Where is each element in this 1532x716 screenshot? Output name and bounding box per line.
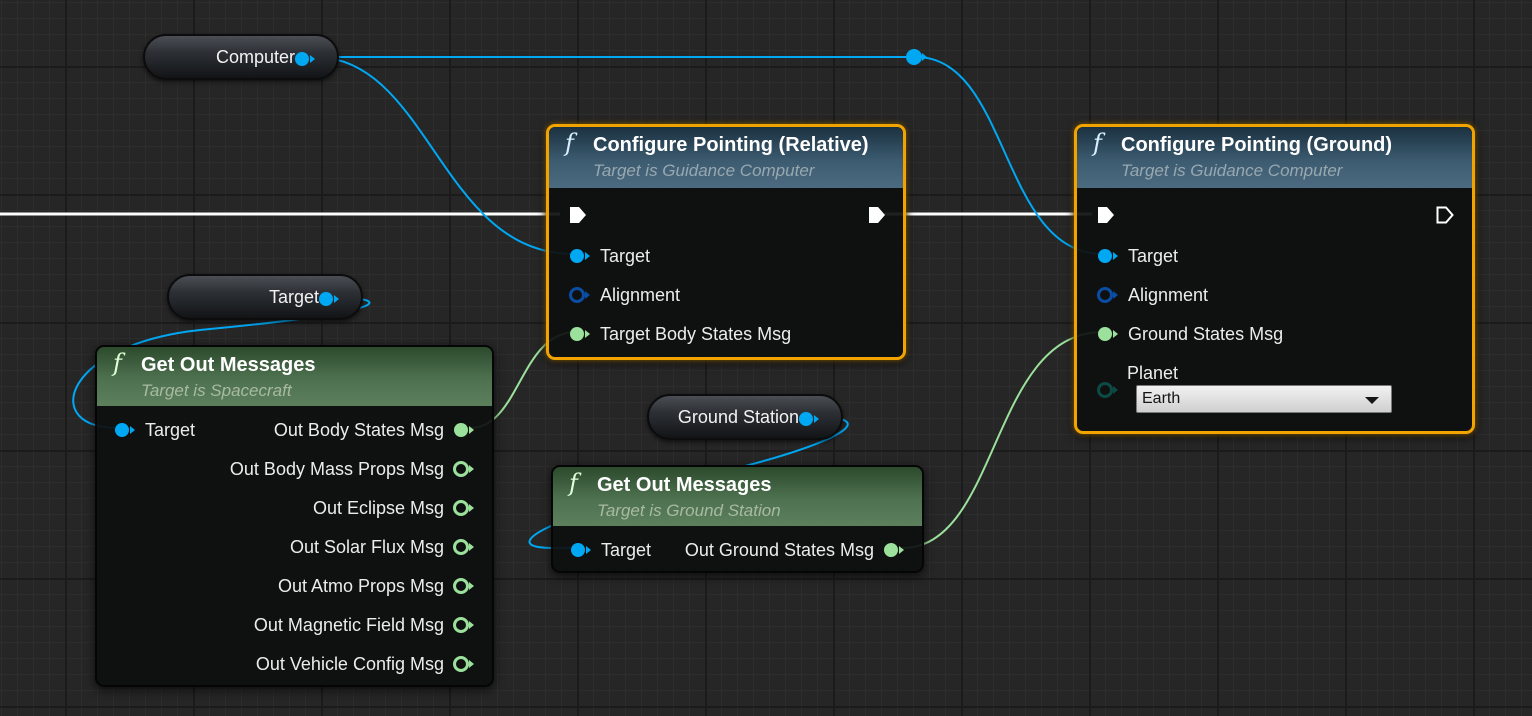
node-header[interactable]: f Configure Pointing (Relative) Target i… [549, 127, 903, 188]
function-icon: f [569, 469, 578, 497]
node-header[interactable]: f Get Out Messages Target is Ground Stat… [553, 467, 922, 526]
pin-label: Out Eclipse Msg [312, 497, 444, 518]
object-pin-icon[interactable] [113, 421, 137, 439]
node-configure-pointing-ground[interactable]: f Configure Pointing (Ground) Target is … [1074, 124, 1475, 434]
struct-pin-icon[interactable] [452, 538, 476, 556]
planet-dropdown[interactable]: Earth [1136, 385, 1392, 413]
variable-target[interactable]: Target [167, 274, 363, 320]
pin-row-out-magnetic-field[interactable]: Out Magnetic Field Msg [254, 613, 476, 637]
planet-label: Planet [1127, 363, 1179, 383]
pin-row-target[interactable]: Target [113, 418, 195, 442]
struct-pin-icon[interactable] [452, 421, 476, 439]
node-title: Get Out Messages [141, 354, 316, 376]
pin-row-target[interactable]: Target [568, 244, 650, 268]
node-subtitle: Target is Guidance Computer [1121, 161, 1343, 180]
variable-label: Target [268, 286, 319, 307]
pin-row-target-body-states[interactable]: Target Body States Msg [568, 322, 791, 346]
node-title: Get Out Messages [597, 474, 772, 496]
struct-pin-icon[interactable] [452, 655, 476, 673]
pin-label: Alignment [600, 284, 681, 305]
wire-computer-to-relative-target [313, 56, 575, 255]
struct-pin-icon[interactable] [452, 577, 476, 595]
object-pin-icon[interactable] [317, 290, 341, 308]
node-subtitle: Target is Spacecraft [141, 381, 292, 400]
exec-out-pin-icon[interactable] [1435, 205, 1455, 225]
struct-pin-icon[interactable] [882, 541, 906, 559]
struct-pin-icon[interactable] [452, 616, 476, 634]
object-pin-icon[interactable] [569, 541, 593, 559]
function-icon: f [565, 129, 574, 157]
pin-label: Out Ground States Msg [684, 539, 874, 560]
variable-label: Ground Station [677, 406, 799, 427]
pin-row-out-vehicle-config[interactable]: Out Vehicle Config Msg [256, 652, 476, 676]
enum-pin-icon[interactable] [568, 286, 592, 304]
function-icon: f [1093, 129, 1102, 157]
node-get-out-messages-spacecraft[interactable]: f Get Out Messages Target is Spacecraft … [95, 345, 494, 687]
pin-label: Out Magnetic Field Msg [253, 614, 444, 635]
object-pin-icon[interactable] [568, 247, 592, 265]
exec-in-pin-icon[interactable] [1096, 205, 1116, 225]
object-pin-icon[interactable] [1096, 247, 1120, 265]
pin-label: Out Atmo Props Msg [277, 575, 444, 596]
node-subtitle: Target is Guidance Computer [593, 161, 815, 180]
pin-label: Alignment [1128, 284, 1209, 305]
pin-row-target[interactable]: Target [569, 538, 651, 562]
wire-ground-states [901, 331, 1104, 549]
struct-pin-icon[interactable] [568, 325, 592, 343]
object-pin-icon[interactable] [293, 50, 317, 68]
pin-label: Target [600, 245, 651, 266]
pin-row-target[interactable]: Target [1096, 244, 1178, 268]
pin-row-ground-states[interactable]: Ground States Msg [1096, 322, 1283, 346]
reroute-knot[interactable] [906, 49, 927, 65]
pin-row-out-body-states[interactable]: Out Body States Msg [274, 418, 476, 442]
node-subtitle: Target is Ground Station [597, 501, 781, 520]
pin-row-out-body-mass-props[interactable]: Out Body Mass Props Msg [230, 457, 476, 481]
pin-row-alignment[interactable]: Alignment [568, 283, 680, 307]
planet-pin-icon[interactable] [1096, 381, 1120, 399]
chevron-down-icon [1365, 397, 1379, 404]
struct-pin-icon[interactable] [452, 499, 476, 517]
pin-label: Out Body Mass Props Msg [229, 458, 444, 479]
pin-label: Target [1128, 245, 1179, 266]
variable-ground-station[interactable]: Ground Station [647, 394, 843, 440]
variable-computer[interactable]: Computer [143, 34, 339, 80]
pin-label: Ground States Msg [1128, 323, 1284, 344]
exec-out-pin-icon[interactable] [867, 205, 887, 225]
pin-row-out-eclipse[interactable]: Out Eclipse Msg [313, 496, 476, 520]
pin-row-alignment[interactable]: Alignment [1096, 283, 1208, 307]
pin-label: Target [601, 539, 652, 560]
pin-label: Out Body States Msg [273, 419, 444, 440]
node-get-out-messages-ground-station[interactable]: f Get Out Messages Target is Ground Stat… [551, 465, 924, 573]
pin-row-out-solar-flux[interactable]: Out Solar Flux Msg [290, 535, 476, 559]
pin-row-out-ground-states[interactable]: Out Ground States Msg [685, 538, 906, 562]
object-pin-icon[interactable] [797, 410, 821, 428]
variable-label: Computer [215, 46, 295, 67]
pin-row-out-atmo-props[interactable]: Out Atmo Props Msg [278, 574, 476, 598]
node-title: Configure Pointing (Relative) [593, 134, 869, 156]
struct-pin-icon[interactable] [452, 460, 476, 478]
node-header[interactable]: f Configure Pointing (Ground) Target is … [1077, 127, 1472, 188]
planet-value: Earth [1142, 390, 1181, 407]
pin-label: Out Solar Flux Msg [289, 536, 444, 557]
struct-pin-icon[interactable] [1096, 325, 1120, 343]
pin-label: Target Body States Msg [600, 323, 792, 344]
enum-pin-icon[interactable] [1096, 286, 1120, 304]
function-icon: f [113, 349, 122, 377]
pin-label: Target [145, 419, 196, 440]
node-header[interactable]: f Get Out Messages Target is Spacecraft [97, 347, 492, 406]
node-title: Configure Pointing (Ground) [1121, 134, 1393, 156]
exec-in-pin-icon[interactable] [568, 205, 588, 225]
node-configure-pointing-relative[interactable]: f Configure Pointing (Relative) Target i… [546, 124, 906, 360]
pin-label: Out Vehicle Config Msg [255, 653, 444, 674]
